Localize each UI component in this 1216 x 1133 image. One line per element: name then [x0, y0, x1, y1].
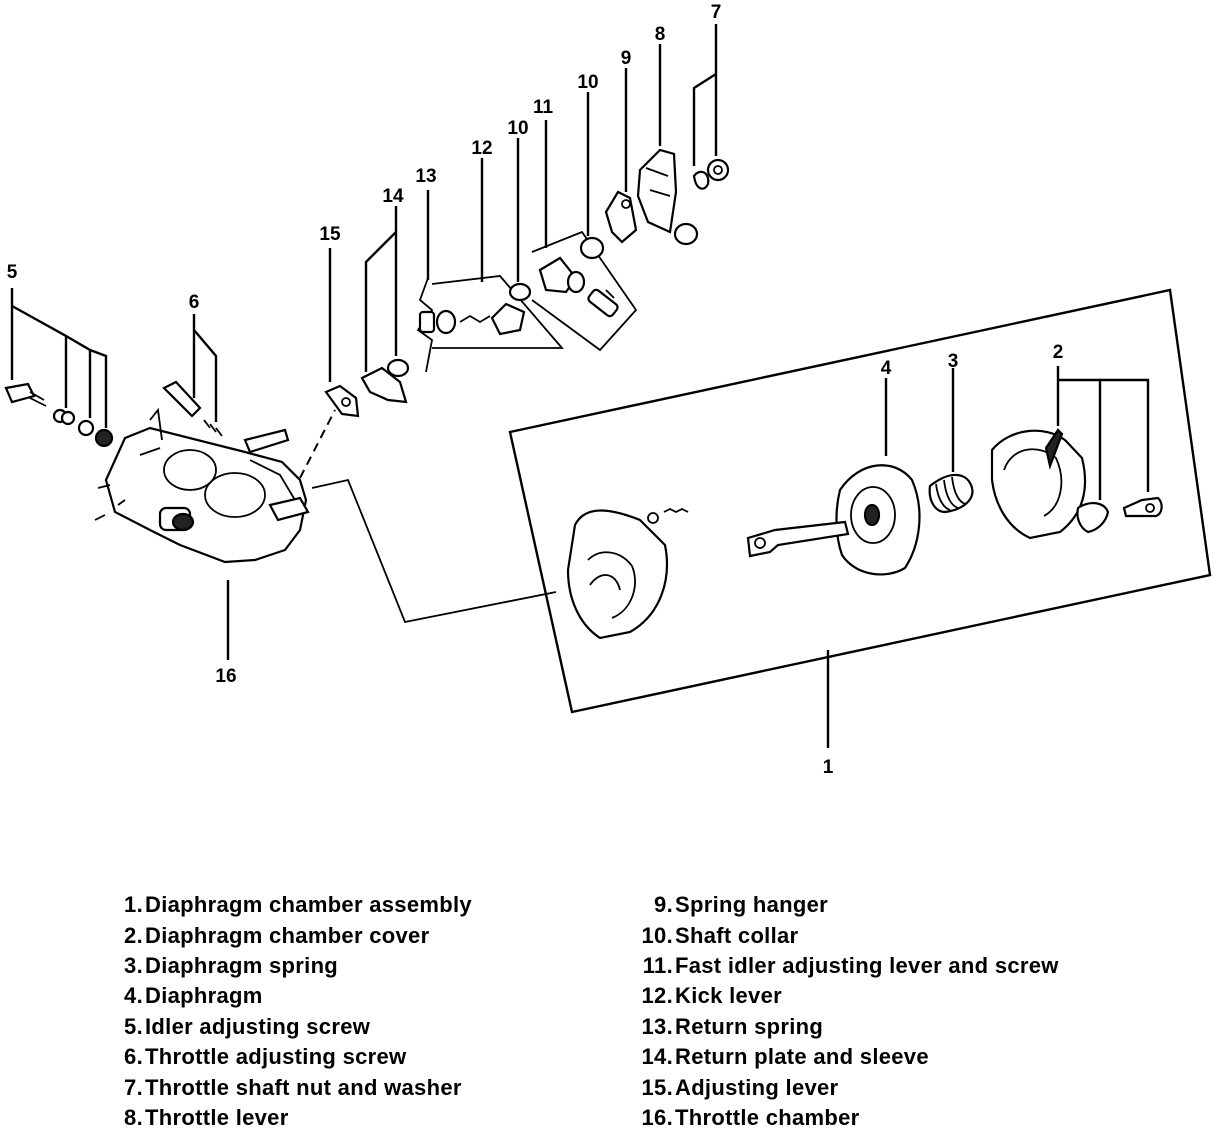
diaphragm-spring-part [928, 473, 974, 514]
legend-item: 14.Return plate and sleeve [625, 1042, 1059, 1072]
throttle-lever-part [636, 44, 699, 246]
legend-left-column: 1.Diaphragm chamber assembly 2.Diaphragm… [95, 890, 472, 1133]
idler-screw-part [4, 288, 114, 448]
callout-16: 16 [215, 666, 236, 687]
legend-number: 16. [641, 1104, 673, 1130]
leader-6b [193, 329, 218, 422]
callout-5: 5 [7, 262, 18, 283]
legend-number: 9. [654, 892, 673, 918]
callout-14: 14 [382, 186, 404, 207]
leader-14b [364, 231, 397, 372]
legend-number: 7. [124, 1074, 143, 1100]
leader-5c [65, 334, 92, 418]
legend-number: 2. [124, 922, 143, 948]
chamber-housing [566, 507, 689, 640]
shaft-collar-upper-part [579, 92, 605, 260]
throttle-screw-part [162, 314, 223, 437]
legend-label: Diaphragm spring [145, 952, 339, 978]
legend-item: 4.Diaphragm [95, 981, 472, 1011]
return-spring-part [416, 190, 436, 373]
legend-item: 6.Throttle adjusting screw [95, 1042, 472, 1072]
spring-hanger-part [604, 68, 638, 244]
legend-label: Throttle shaft nut and washer [145, 1074, 462, 1100]
legend-number: 12. [641, 983, 673, 1009]
callout-11: 11 [533, 97, 554, 118]
legend-item: 12.Kick lever [625, 981, 1059, 1011]
legend-number: 14. [641, 1044, 673, 1070]
callout-10-upper: 10 [577, 72, 598, 93]
callout-15: 15 [319, 224, 341, 245]
diaphragm-part [746, 464, 921, 576]
kick-lever-part [431, 158, 564, 349]
legend-label: Diaphragm chamber cover [145, 922, 430, 948]
adjusting-lever-part [324, 248, 360, 418]
callout-8: 8 [655, 24, 666, 45]
chamber-cover-part [990, 428, 1163, 540]
legend-label: Throttle chamber [675, 1104, 860, 1130]
legend-label: Return spring [675, 1013, 824, 1039]
legend-item: 1.Diaphragm chamber assembly [95, 890, 472, 920]
callout-2: 2 [1053, 342, 1064, 363]
legend-number: 6. [124, 1044, 143, 1070]
legend-label: Fast idler adjusting lever and screw [675, 952, 1059, 978]
legend-item: 11.Fast idler adjusting lever and screw [625, 951, 1059, 981]
legend-item: 7.Throttle shaft nut and washer [95, 1072, 472, 1102]
legend-item: 9.Spring hanger [625, 890, 1059, 920]
callout-3: 3 [948, 351, 959, 372]
callout-7: 7 [711, 2, 722, 23]
legend-label: Spring hanger [675, 892, 829, 918]
legend-number: 11. [642, 952, 673, 978]
legend-number: 10. [641, 922, 673, 948]
legend-item: 5.Idler adjusting screw [95, 1012, 472, 1042]
throttle-chamber-part [94, 407, 336, 660]
legend-label: Kick lever [675, 983, 782, 1009]
legend-label: Shaft collar [675, 922, 799, 948]
legend-number: 1. [124, 892, 143, 918]
callout-6: 6 [189, 292, 200, 313]
return-plate-part [360, 206, 410, 404]
legend-item: 16.Throttle chamber [625, 1103, 1059, 1133]
legend-label: Throttle lever [145, 1104, 289, 1130]
legend-item: 13.Return spring [625, 1012, 1059, 1042]
shaft-collar-lower-part [508, 138, 532, 302]
assembly-connector [311, 478, 557, 624]
kick-lever-outline [431, 275, 564, 349]
legend-item: 10.Shaft collar [625, 920, 1059, 950]
fast-idler-lever-part [531, 120, 638, 352]
callout-9: 9 [621, 48, 632, 69]
shaft-nut-washer-part [692, 24, 730, 190]
callout-1: 1 [823, 757, 834, 778]
leader-5d [89, 348, 108, 428]
legend-item: 15.Adjusting lever [625, 1072, 1059, 1102]
legend-label: Throttle adjusting screw [145, 1044, 407, 1070]
legend-number: 13. [641, 1013, 673, 1039]
callout-10-lower: 10 [507, 118, 528, 139]
legend-number: 8. [124, 1104, 143, 1130]
dash-16-15 [299, 409, 336, 479]
legend-number: 3. [124, 952, 143, 978]
legend-label: Diaphragm chamber assembly [145, 892, 472, 918]
leader-7b [692, 72, 717, 166]
leader-2b [1058, 378, 1150, 492]
legend-number: 4. [124, 983, 143, 1009]
legend-item: 3.Diaphragm spring [95, 951, 472, 981]
fast-idler-outline [531, 230, 638, 352]
callout-4: 4 [881, 358, 892, 379]
legend-label: Return plate and sleeve [675, 1044, 929, 1070]
assembly-outline [508, 288, 1212, 714]
callout-12: 12 [471, 138, 492, 159]
diaphragm-assembly-group [311, 288, 1212, 748]
exploded-parts-diagram: 1 2 3 4 5 6 7 8 9 10 10 11 12 13 14 15 1… [4, 2, 1212, 778]
legend-label: Idler adjusting screw [145, 1013, 371, 1039]
legend-number: 5. [124, 1013, 143, 1039]
callout-13: 13 [415, 166, 436, 187]
legend-item: 8.Throttle lever [95, 1103, 472, 1133]
legend-right-column: 9.Spring hanger 10.Shaft collar 11.Fast … [625, 890, 1059, 1133]
legend-label: Diaphragm [145, 983, 263, 1009]
legend-label: Adjusting lever [675, 1074, 839, 1100]
legend-item: 2.Diaphragm chamber cover [95, 920, 472, 950]
legend-number: 15. [641, 1074, 673, 1100]
